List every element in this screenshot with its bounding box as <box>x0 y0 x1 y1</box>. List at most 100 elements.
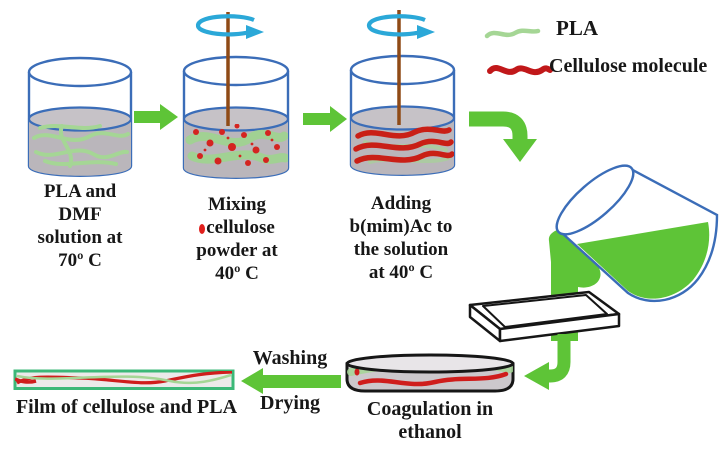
dish-rim <box>345 353 515 374</box>
cellulose-powder-dot <box>252 146 260 154</box>
step1-line: solution at <box>37 227 123 248</box>
cellulose-powder-dot <box>193 129 199 135</box>
step3-label: Adding b(mim)Ac to the solution at 40º C <box>340 192 462 284</box>
elbow-arrow-shaft <box>469 111 528 141</box>
j-arrow-shaft <box>547 334 571 383</box>
beaker-rim <box>555 164 635 236</box>
cellulose-powder-dot <box>265 130 271 136</box>
cellulose-powder-dots <box>193 124 280 166</box>
mixture-contents <box>185 124 288 166</box>
cellulose-strand <box>357 371 509 387</box>
liquid-surface <box>349 105 456 131</box>
pla-strand <box>38 124 102 130</box>
arrow-step3-to-pour-icon <box>469 111 537 162</box>
pla-strand <box>32 131 130 142</box>
cellulose-powder-dot <box>228 143 236 151</box>
legend-cellulose-squiggle-icon <box>487 65 553 76</box>
drying-label: Drying <box>260 392 320 414</box>
cellulose-powder-dot <box>263 157 269 163</box>
cellulose-powder-dot <box>197 153 203 159</box>
beaker-step1 <box>27 56 133 177</box>
cellulose-powder-speck <box>238 154 242 158</box>
film-label: Film of cellulose and PLA <box>15 396 238 418</box>
rotation-arrow-icon <box>366 14 435 39</box>
step1-line: 70º C <box>58 250 102 271</box>
legend-cellulose-label: Cellulose molecule <box>549 55 708 77</box>
cellulose-powder-dot <box>234 124 240 129</box>
beaker-rim <box>349 54 456 86</box>
cellulose-powder-dot <box>245 160 251 166</box>
green-solution <box>577 222 710 299</box>
cellulose-powder-speck <box>270 138 274 142</box>
rotation-loop <box>195 14 255 37</box>
step2-line: 40º C <box>215 263 259 284</box>
cellulose-strand <box>355 126 452 139</box>
step2-line: powder at <box>196 240 278 261</box>
liquid-surface <box>182 106 290 132</box>
beaker-rim <box>182 55 290 87</box>
step1-line: PLA and <box>43 181 117 202</box>
pla-strand <box>58 124 74 168</box>
coagulation-label: Coagulation in ethanol <box>350 398 510 444</box>
tray-inner-rim <box>482 294 608 328</box>
pla-blobs <box>185 129 288 164</box>
pla-strands <box>32 124 130 168</box>
film-contents <box>15 371 233 385</box>
cellulose-powder-dot <box>206 139 214 147</box>
step2-line-text: cellulose <box>206 217 275 238</box>
cellulose-powder-dot <box>274 144 280 150</box>
cellulose-powder-dot <box>241 132 247 138</box>
casting-tray <box>468 290 621 343</box>
cellulose-powder-speck <box>203 148 207 152</box>
beaker-rim <box>27 56 133 88</box>
pouring-beaker <box>555 164 719 303</box>
step3-line: Adding <box>370 193 432 214</box>
step2-line: cellulose <box>177 216 297 239</box>
pla-strand <box>16 373 232 385</box>
beaker-step3 <box>349 10 456 176</box>
arrow-step2-to-step3-icon <box>303 106 347 132</box>
cellulose-strand <box>16 371 233 385</box>
legend-pla-squiggle-icon <box>484 28 541 39</box>
cellulose-strand <box>354 150 454 164</box>
elbow-arrowhead <box>503 139 537 162</box>
pla-strand <box>187 150 288 164</box>
step1-line: DMF <box>58 204 102 225</box>
step3-line: b(mim)Ac to <box>349 216 453 237</box>
cellulose-powder-speck <box>226 136 230 140</box>
step1-label: PLA and DMF solution at 70º C <box>20 180 140 272</box>
coagulation-line: ethanol <box>398 421 462 443</box>
cellulose-molecules <box>353 126 454 164</box>
cellulose-powder-dot <box>354 368 360 376</box>
pla-strand <box>43 159 118 166</box>
cellulose-powder-speck <box>250 142 254 146</box>
rotation-arrowhead <box>246 25 264 39</box>
step2-label: Mixing cellulose powder at 40º C <box>177 193 297 285</box>
coagulation-line: Coagulation in <box>366 398 494 420</box>
rotation-arrowhead <box>417 25 435 39</box>
film-strip <box>13 369 235 390</box>
coagulation-dish <box>345 353 515 393</box>
step2-line: Mixing <box>207 194 267 215</box>
arrow-dish-to-film-icon <box>241 368 341 394</box>
legend-pla-label: PLA <box>556 16 598 40</box>
rotation-arrow-icon <box>195 14 264 39</box>
step3-line: at 40º C <box>368 262 434 283</box>
pla-strand <box>34 148 129 160</box>
pla-strand <box>185 129 288 148</box>
solution-contents <box>353 126 454 164</box>
arrow-step1-to-step2-icon <box>134 104 178 130</box>
rotation-loop <box>366 14 426 37</box>
arrow-tray-to-dish-icon <box>524 334 571 390</box>
cellulose-strand <box>353 138 454 152</box>
cellulose-powder-dot-icon <box>199 224 206 234</box>
cellulose-powder-dot <box>214 157 222 165</box>
tray-front-face <box>498 312 621 343</box>
cellulose-strand <box>15 377 37 384</box>
step3-line: the solution <box>353 239 449 260</box>
cellulose-powder-dot <box>219 129 225 135</box>
washing-label: Washing <box>252 347 328 369</box>
beaker-step2 <box>182 12 290 179</box>
